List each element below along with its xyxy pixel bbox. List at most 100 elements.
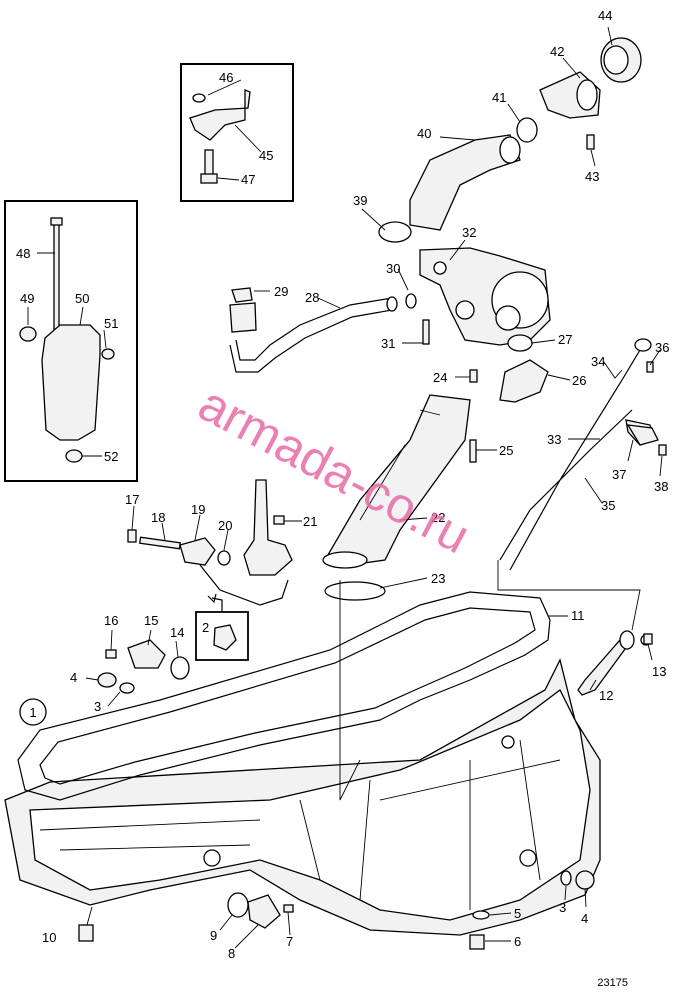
callout-42: 42 bbox=[550, 44, 564, 59]
group-marker: 1 bbox=[29, 705, 36, 720]
callout-50: 50 bbox=[75, 291, 89, 306]
drain-plug-6 bbox=[469, 934, 485, 950]
callout-13: 13 bbox=[652, 664, 666, 679]
washer-46 bbox=[192, 93, 206, 103]
callout-15: 15 bbox=[144, 613, 158, 628]
bolt-13 bbox=[643, 633, 653, 645]
callout-51: 51 bbox=[104, 316, 118, 331]
callout-44: 44 bbox=[598, 8, 612, 23]
callout-8: 8 bbox=[228, 946, 235, 961]
callout-21: 21 bbox=[303, 514, 317, 529]
callout-3-right: 3 bbox=[559, 900, 566, 915]
sensor-2 bbox=[213, 624, 237, 651]
callout-35: 35 bbox=[601, 498, 615, 513]
screw-21 bbox=[273, 515, 285, 525]
callout-40: 40 bbox=[417, 126, 431, 141]
hose-26 bbox=[499, 359, 549, 403]
callout-24: 24 bbox=[433, 370, 447, 385]
callout-4-left: 4 bbox=[70, 670, 77, 685]
callout-17: 17 bbox=[125, 492, 139, 507]
dipstick-tube-bracket bbox=[189, 89, 251, 141]
oil-pipe-28 bbox=[235, 297, 393, 361]
pickup-seal-ring bbox=[324, 581, 386, 601]
callout-10: 10 bbox=[42, 930, 56, 945]
seal-3-right bbox=[560, 870, 572, 886]
leader-lines bbox=[27, 26, 663, 949]
callout-6: 6 bbox=[514, 934, 521, 949]
screw-7 bbox=[283, 904, 294, 913]
callout-23: 23 bbox=[431, 571, 445, 586]
o-ring-20 bbox=[217, 550, 231, 566]
plug-4-left bbox=[97, 672, 117, 688]
filler-hose bbox=[409, 134, 521, 231]
plug-29 bbox=[231, 287, 253, 303]
hose-clamp-41 bbox=[516, 117, 538, 143]
callout-48: 48 bbox=[16, 246, 30, 261]
oil-pump-housing bbox=[419, 247, 551, 346]
screw-38 bbox=[658, 444, 667, 456]
callout-34: 34 bbox=[591, 354, 605, 369]
bolt-43 bbox=[586, 134, 595, 150]
callout-20: 20 bbox=[218, 518, 232, 533]
inset-box-dipstick-tube-bracket bbox=[180, 63, 294, 202]
callout-39: 39 bbox=[353, 193, 367, 208]
callout-labels: 2 3 3 4 4 5 6 7 8 9 10 11 12 13 14 15 16… bbox=[16, 8, 669, 961]
callout-43: 43 bbox=[585, 169, 599, 184]
bolt-24 bbox=[469, 369, 478, 383]
callout-49: 49 bbox=[20, 291, 34, 306]
callout-4-right: 4 bbox=[581, 911, 588, 926]
callout-28: 28 bbox=[305, 290, 319, 305]
callout-38: 38 bbox=[654, 479, 668, 494]
oil-sump bbox=[4, 658, 601, 936]
callout-27: 27 bbox=[558, 332, 572, 347]
bolt-17 bbox=[127, 529, 137, 543]
o-ring-30 bbox=[405, 293, 417, 309]
callout-18: 18 bbox=[151, 510, 165, 525]
thermostat-housing-15 bbox=[127, 639, 166, 669]
callout-41: 41 bbox=[492, 90, 506, 105]
seal-5 bbox=[472, 910, 490, 920]
callout-9: 9 bbox=[210, 928, 217, 943]
o-ring-27 bbox=[507, 334, 533, 352]
callout-31: 31 bbox=[381, 336, 395, 351]
callout-37: 37 bbox=[612, 467, 626, 482]
callout-36: 36 bbox=[655, 340, 669, 355]
callout-46: 46 bbox=[219, 70, 233, 85]
seal-ring-14 bbox=[170, 656, 190, 680]
callout-16: 16 bbox=[104, 613, 118, 628]
callout-19: 19 bbox=[191, 502, 205, 517]
callout-52: 52 bbox=[104, 449, 118, 464]
dipstick-tube bbox=[577, 630, 652, 696]
filter-housing-50 bbox=[41, 324, 101, 441]
plug-4-right bbox=[575, 870, 595, 890]
sensor-19 bbox=[179, 537, 216, 566]
oil-level-sensor-tube bbox=[243, 479, 293, 576]
callout-26: 26 bbox=[572, 373, 586, 388]
bolt-47 bbox=[204, 149, 214, 176]
callout-29: 29 bbox=[274, 284, 288, 299]
oil-pickup-pipe bbox=[322, 394, 471, 569]
callout-7: 7 bbox=[286, 934, 293, 949]
callout-5: 5 bbox=[514, 906, 521, 921]
screw-16 bbox=[105, 649, 117, 659]
callout-12: 12 bbox=[599, 688, 613, 703]
callout-22: 22 bbox=[431, 510, 445, 525]
hose-clamp-39 bbox=[378, 221, 412, 243]
bolt-31 bbox=[422, 319, 430, 345]
callout-25: 25 bbox=[499, 443, 513, 458]
inset-box-oil-filter-housing bbox=[4, 200, 138, 482]
callout-3-left: 3 bbox=[94, 699, 101, 714]
callout-11: 11 bbox=[571, 608, 585, 623]
plug-51 bbox=[101, 348, 115, 360]
callout-32: 32 bbox=[462, 225, 476, 240]
seal-49 bbox=[19, 326, 37, 342]
bolt-25 bbox=[469, 439, 477, 463]
bolt-18 bbox=[139, 536, 181, 550]
drain-plug-10 bbox=[78, 924, 94, 942]
bolt-48 bbox=[53, 221, 60, 343]
callout-30: 30 bbox=[386, 261, 400, 276]
cover-plate-8 bbox=[247, 894, 281, 929]
screw-36 bbox=[646, 361, 654, 373]
seal-3-left bbox=[119, 682, 135, 694]
